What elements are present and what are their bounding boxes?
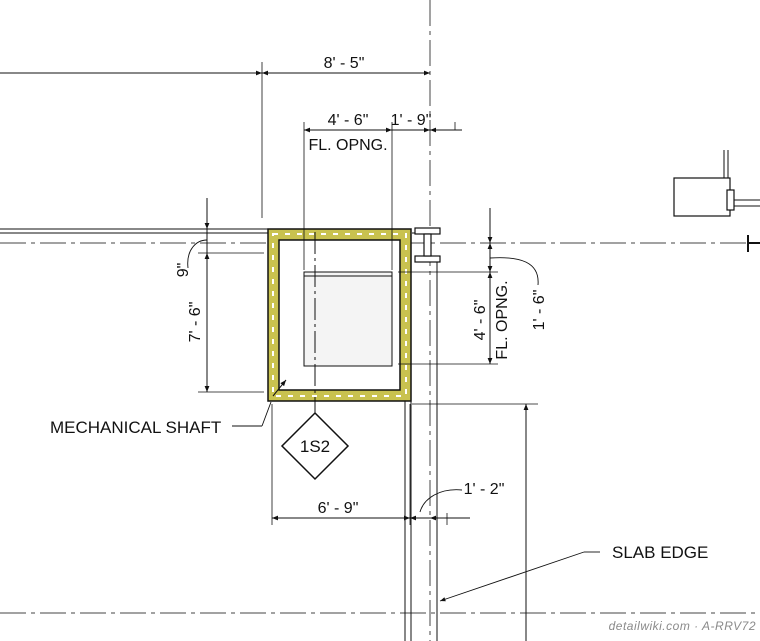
floor-opening	[303, 271, 393, 367]
leader-1ft6in	[489, 257, 539, 286]
label-slab-edge: SLAB EDGE	[612, 543, 708, 562]
dim-overall-width: 8' - 5"	[324, 55, 365, 72]
leader-1ft2in	[419, 489, 463, 513]
dimension-lines	[0, 70, 529, 641]
leaders	[187, 239, 600, 602]
section-tag-text: 1S2	[300, 437, 330, 456]
label-floor-opening-vertical: FL. OPNG.	[494, 280, 511, 359]
dim-offset-right: 1' - 9"	[391, 112, 432, 129]
dim-offset-side: 1' - 6"	[531, 290, 548, 331]
dim-opening-depth: 4' - 6"	[472, 300, 489, 341]
dim-shaft-depth: 7' - 6"	[187, 302, 204, 343]
equipment-unit	[673, 150, 760, 217]
dim-opening-width: 4' - 6"	[328, 112, 369, 129]
mechanical-shaft	[267, 228, 412, 420]
label-mechanical-shaft: MECHANICAL SHAFT	[50, 418, 221, 437]
grid-marker	[747, 235, 760, 252]
leader-9in	[187, 239, 208, 269]
label-floor-opening: FL. OPNG.	[308, 137, 387, 154]
section-tag-1S2	[280, 400, 350, 481]
watermark: detailwiki.com · A-RRV72	[609, 619, 756, 633]
dim-slab-offset: 1' - 2"	[464, 481, 505, 498]
extension-lines	[198, 62, 538, 525]
shaft-wall-dashes	[272, 233, 407, 397]
shaft-corner-leader	[272, 379, 287, 397]
steel-beam-section	[414, 227, 441, 263]
dim-shaft-offset-top: 9"	[175, 263, 192, 278]
dim-shaft-width: 6' - 9"	[318, 500, 359, 517]
